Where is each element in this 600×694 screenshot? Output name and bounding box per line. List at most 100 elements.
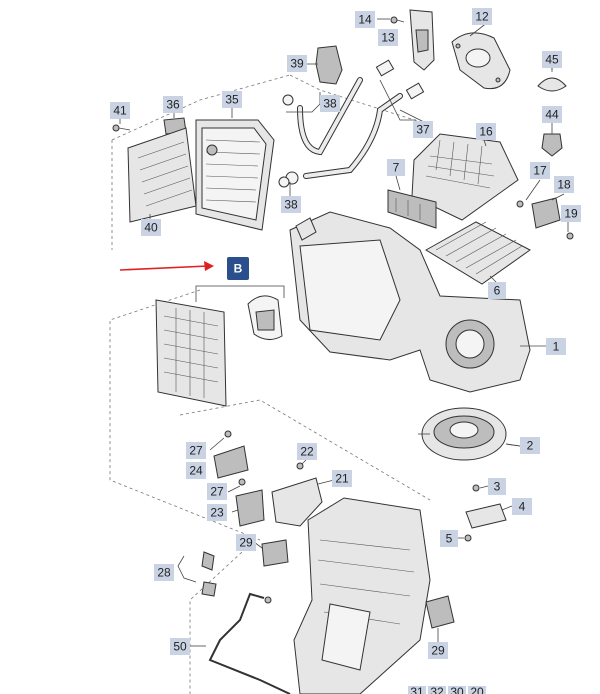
part-17-screw (516, 200, 524, 208)
svg-text:3: 3 (494, 480, 501, 494)
part-27-screw (238, 478, 246, 486)
callout-28: 28 (154, 564, 174, 581)
svg-text:5: 5 (446, 532, 453, 546)
svg-text:38: 38 (284, 198, 298, 212)
part-1-heater-housing (289, 211, 531, 393)
svg-text:14: 14 (358, 13, 372, 27)
callout-45: 45 (542, 51, 562, 68)
svg-text:2: 2 (527, 439, 534, 453)
svg-text:23: 23 (210, 506, 224, 520)
part-21-actuator (271, 477, 323, 527)
svg-text:30: 30 (450, 685, 464, 694)
svg-text:17: 17 (533, 164, 547, 178)
part-27-screw (224, 430, 232, 438)
callout-39: 39 (287, 55, 307, 72)
part-40-frame (127, 127, 197, 223)
callout-16: 16 (476, 123, 496, 140)
svg-text:40: 40 (144, 221, 158, 235)
callout-24: 24 (186, 462, 206, 479)
part-29-motor (425, 595, 455, 629)
svg-text:31: 31 (410, 685, 424, 694)
part-23-actuator (235, 489, 265, 527)
svg-text:36: 36 (166, 98, 180, 112)
part-4-resistor (465, 503, 507, 529)
svg-text:39: 39 (290, 57, 304, 71)
refrigerant-pipes (278, 59, 425, 188)
svg-text:13: 13 (381, 31, 395, 45)
svg-text:29: 29 (431, 644, 445, 658)
callout-18: 18 (554, 176, 574, 193)
callout-44: 44 (542, 106, 562, 123)
part-28-screws (177, 551, 217, 597)
svg-text:29: 29 (239, 536, 253, 550)
svg-text:27: 27 (189, 444, 203, 458)
part-19-screw (566, 232, 574, 240)
svg-text:6: 6 (494, 284, 501, 298)
lower-distribution-housing (293, 497, 431, 694)
part-8-heater-core (155, 299, 227, 407)
callout-20: 20 (468, 685, 486, 694)
svg-text:28: 28 (157, 566, 171, 580)
part-44-sensor (541, 120, 563, 157)
callout-21: 21 (332, 470, 352, 487)
callout-37: 37 (413, 121, 433, 138)
callout-17: 17 (530, 162, 550, 179)
callout-14: 14 (355, 11, 375, 28)
part-41-screw (112, 124, 131, 132)
callout-7: 7 (387, 159, 405, 176)
svg-text:20: 20 (470, 685, 484, 694)
part-5-screw (464, 534, 472, 542)
callout-38: 38 (320, 95, 340, 112)
highlight-arrow (119, 261, 214, 271)
svg-text:12: 12 (475, 10, 489, 24)
callout-29: 29 (236, 534, 256, 551)
part-50-wiring-harness (208, 592, 291, 694)
callout-6: 6 (488, 282, 506, 299)
group-line (109, 289, 261, 541)
callout-27: 27 (186, 442, 206, 459)
svg-text:32: 32 (430, 685, 444, 694)
part-18-actuator (531, 197, 561, 229)
svg-text:16: 16 (479, 125, 493, 139)
callout-50: 50 (170, 638, 190, 655)
svg-text:41: 41 (113, 104, 127, 118)
part-12-seal-plate (451, 32, 511, 90)
part-29-actuator (261, 539, 289, 567)
part-8-seal (247, 295, 283, 340)
callout-8-highlighted: B (227, 257, 249, 280)
svg-text:21: 21 (335, 472, 349, 486)
callout-27-second: 27 (207, 483, 227, 500)
part-14-screw (377, 16, 405, 24)
callout-19: 19 (561, 205, 581, 222)
callout-2: 2 (520, 437, 540, 454)
part-22-screw (296, 462, 304, 470)
callout-13: 13 (378, 29, 398, 46)
part-35-evaporator (195, 119, 275, 231)
group-line (179, 399, 431, 501)
callout-38-lower: 38 (281, 196, 301, 213)
svg-text:19: 19 (564, 207, 578, 221)
svg-text:B: B (234, 262, 243, 276)
svg-text:37: 37 (416, 123, 430, 137)
callout-12: 12 (472, 8, 492, 25)
svg-text:44: 44 (545, 108, 559, 122)
callout-40: 40 (141, 219, 161, 236)
callout-35: 35 (222, 91, 242, 108)
callout-31: 31 (408, 685, 426, 694)
part-6-cabin-filter (425, 221, 531, 285)
part-39-clip (315, 45, 343, 85)
bracket-line (195, 285, 285, 302)
callout-4: 4 (512, 498, 532, 515)
callout-30: 30 (448, 685, 466, 694)
callout-41: 41 (110, 102, 130, 119)
part-3-screw (472, 484, 480, 492)
svg-text:18: 18 (557, 178, 571, 192)
callout-36: 36 (163, 96, 183, 113)
svg-text:35: 35 (225, 93, 239, 107)
group-line (111, 74, 291, 141)
callout-1: 1 (546, 338, 566, 355)
svg-text:22: 22 (300, 445, 314, 459)
callout-22: 22 (297, 443, 317, 460)
svg-text:7: 7 (393, 161, 400, 175)
